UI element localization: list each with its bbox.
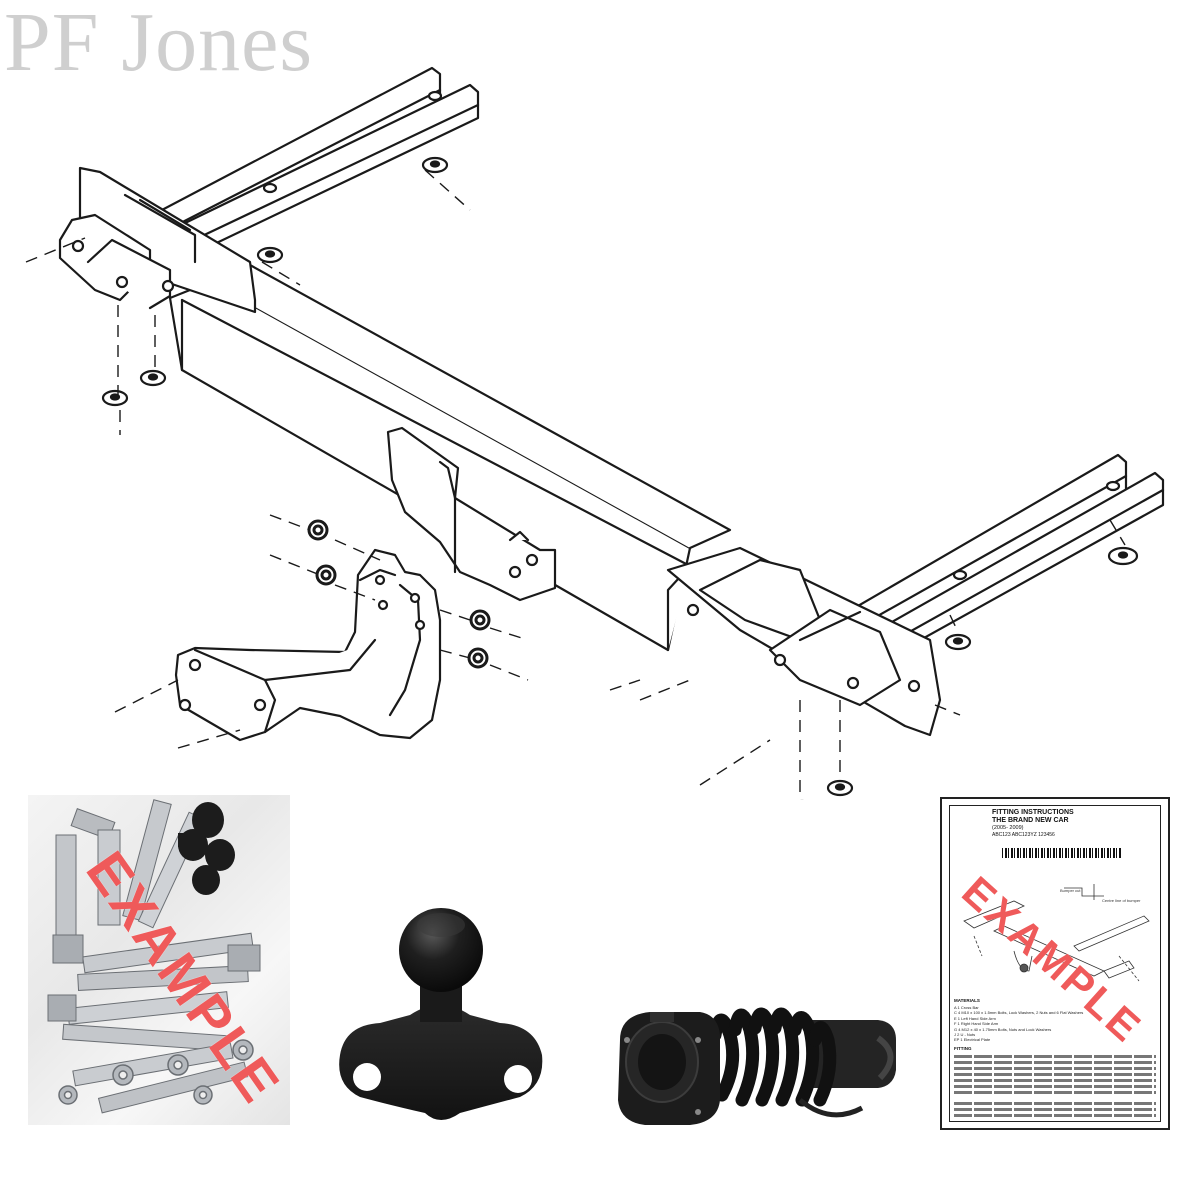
side-arm	[174, 548, 442, 742]
fitting-text-line	[954, 1085, 1156, 1088]
socket-with-cable-image	[618, 1007, 896, 1125]
sheet-diagram	[963, 884, 1150, 982]
materials-item: E 1 Left Hand Side Arm	[954, 1015, 996, 1021]
fitting-text-line	[954, 1061, 1156, 1064]
materials-item: F 1 Right Hand Side Arm	[954, 1021, 999, 1027]
fitting-instructions-sheet: FITTING INSTRUCTIONS THE BRAND NEW CAR (…	[940, 797, 1170, 1130]
tow-ball-image	[339, 908, 543, 1120]
barcode	[1002, 848, 1122, 858]
towbar-exploded-diagram	[25, 66, 1165, 800]
materials-list: A 1 Cross Bar C 4 M10 x 100 x 1.5mm Bolt…	[954, 1005, 1083, 1043]
sheet-title-1: FITTING INSTRUCTIONS	[992, 809, 1074, 816]
materials-item: EP 1 Electrical Plate	[954, 1037, 991, 1043]
fixings-bag: EXAMPLE	[28, 795, 293, 1125]
fitting-text-line	[954, 1055, 1156, 1058]
materials-item: A 1 Cross Bar	[954, 1005, 979, 1010]
watermark-text: PF Jones	[4, 0, 314, 89]
fitting-text-line	[954, 1073, 1156, 1076]
centre-line-label: Centre line of bumper	[1102, 898, 1141, 903]
bolts-and-nuts-image	[47, 799, 261, 1114]
materials-heading: MATERIALS	[954, 998, 980, 1003]
left-end-bracket	[58, 166, 257, 314]
cross-bar	[168, 263, 732, 652]
fitting-heading: FITTING	[954, 1046, 972, 1051]
fitting-text-line	[954, 1067, 1156, 1070]
sheet-years: (2005- 2009)	[992, 825, 1024, 831]
fitting-text-line	[954, 1079, 1156, 1082]
sheet-codes: ABC123 ABC123YZ 123456	[992, 832, 1055, 838]
fitting-text-line	[954, 1108, 1156, 1111]
bumper-cut-label: Bumper cut	[1060, 888, 1081, 893]
fitting-text-line	[954, 1114, 1156, 1117]
materials-item: J 2 U - Nuts	[954, 1032, 976, 1038]
sheet-frame: FITTING INSTRUCTIONS THE BRAND NEW CAR (…	[949, 805, 1161, 1122]
materials-item: G 4 M12 x 40 x 1.75mm Bolts, Nuts and Lo…	[954, 1026, 1052, 1032]
assembly-lines	[25, 169, 1126, 800]
washers	[101, 156, 1139, 800]
fitting-text-line	[954, 1102, 1156, 1105]
materials-item: C 4 M10 x 100 x 1.5mm Bolts, Lock Washer…	[954, 1010, 1084, 1016]
sheet-title-2: THE BRAND NEW CAR	[992, 817, 1069, 824]
right-end-bracket	[666, 546, 942, 737]
electrical-socket	[610, 1000, 900, 1130]
tow-ball-mount	[386, 426, 557, 602]
tow-ball	[330, 905, 550, 1130]
fitting-text-line	[954, 1091, 1156, 1094]
